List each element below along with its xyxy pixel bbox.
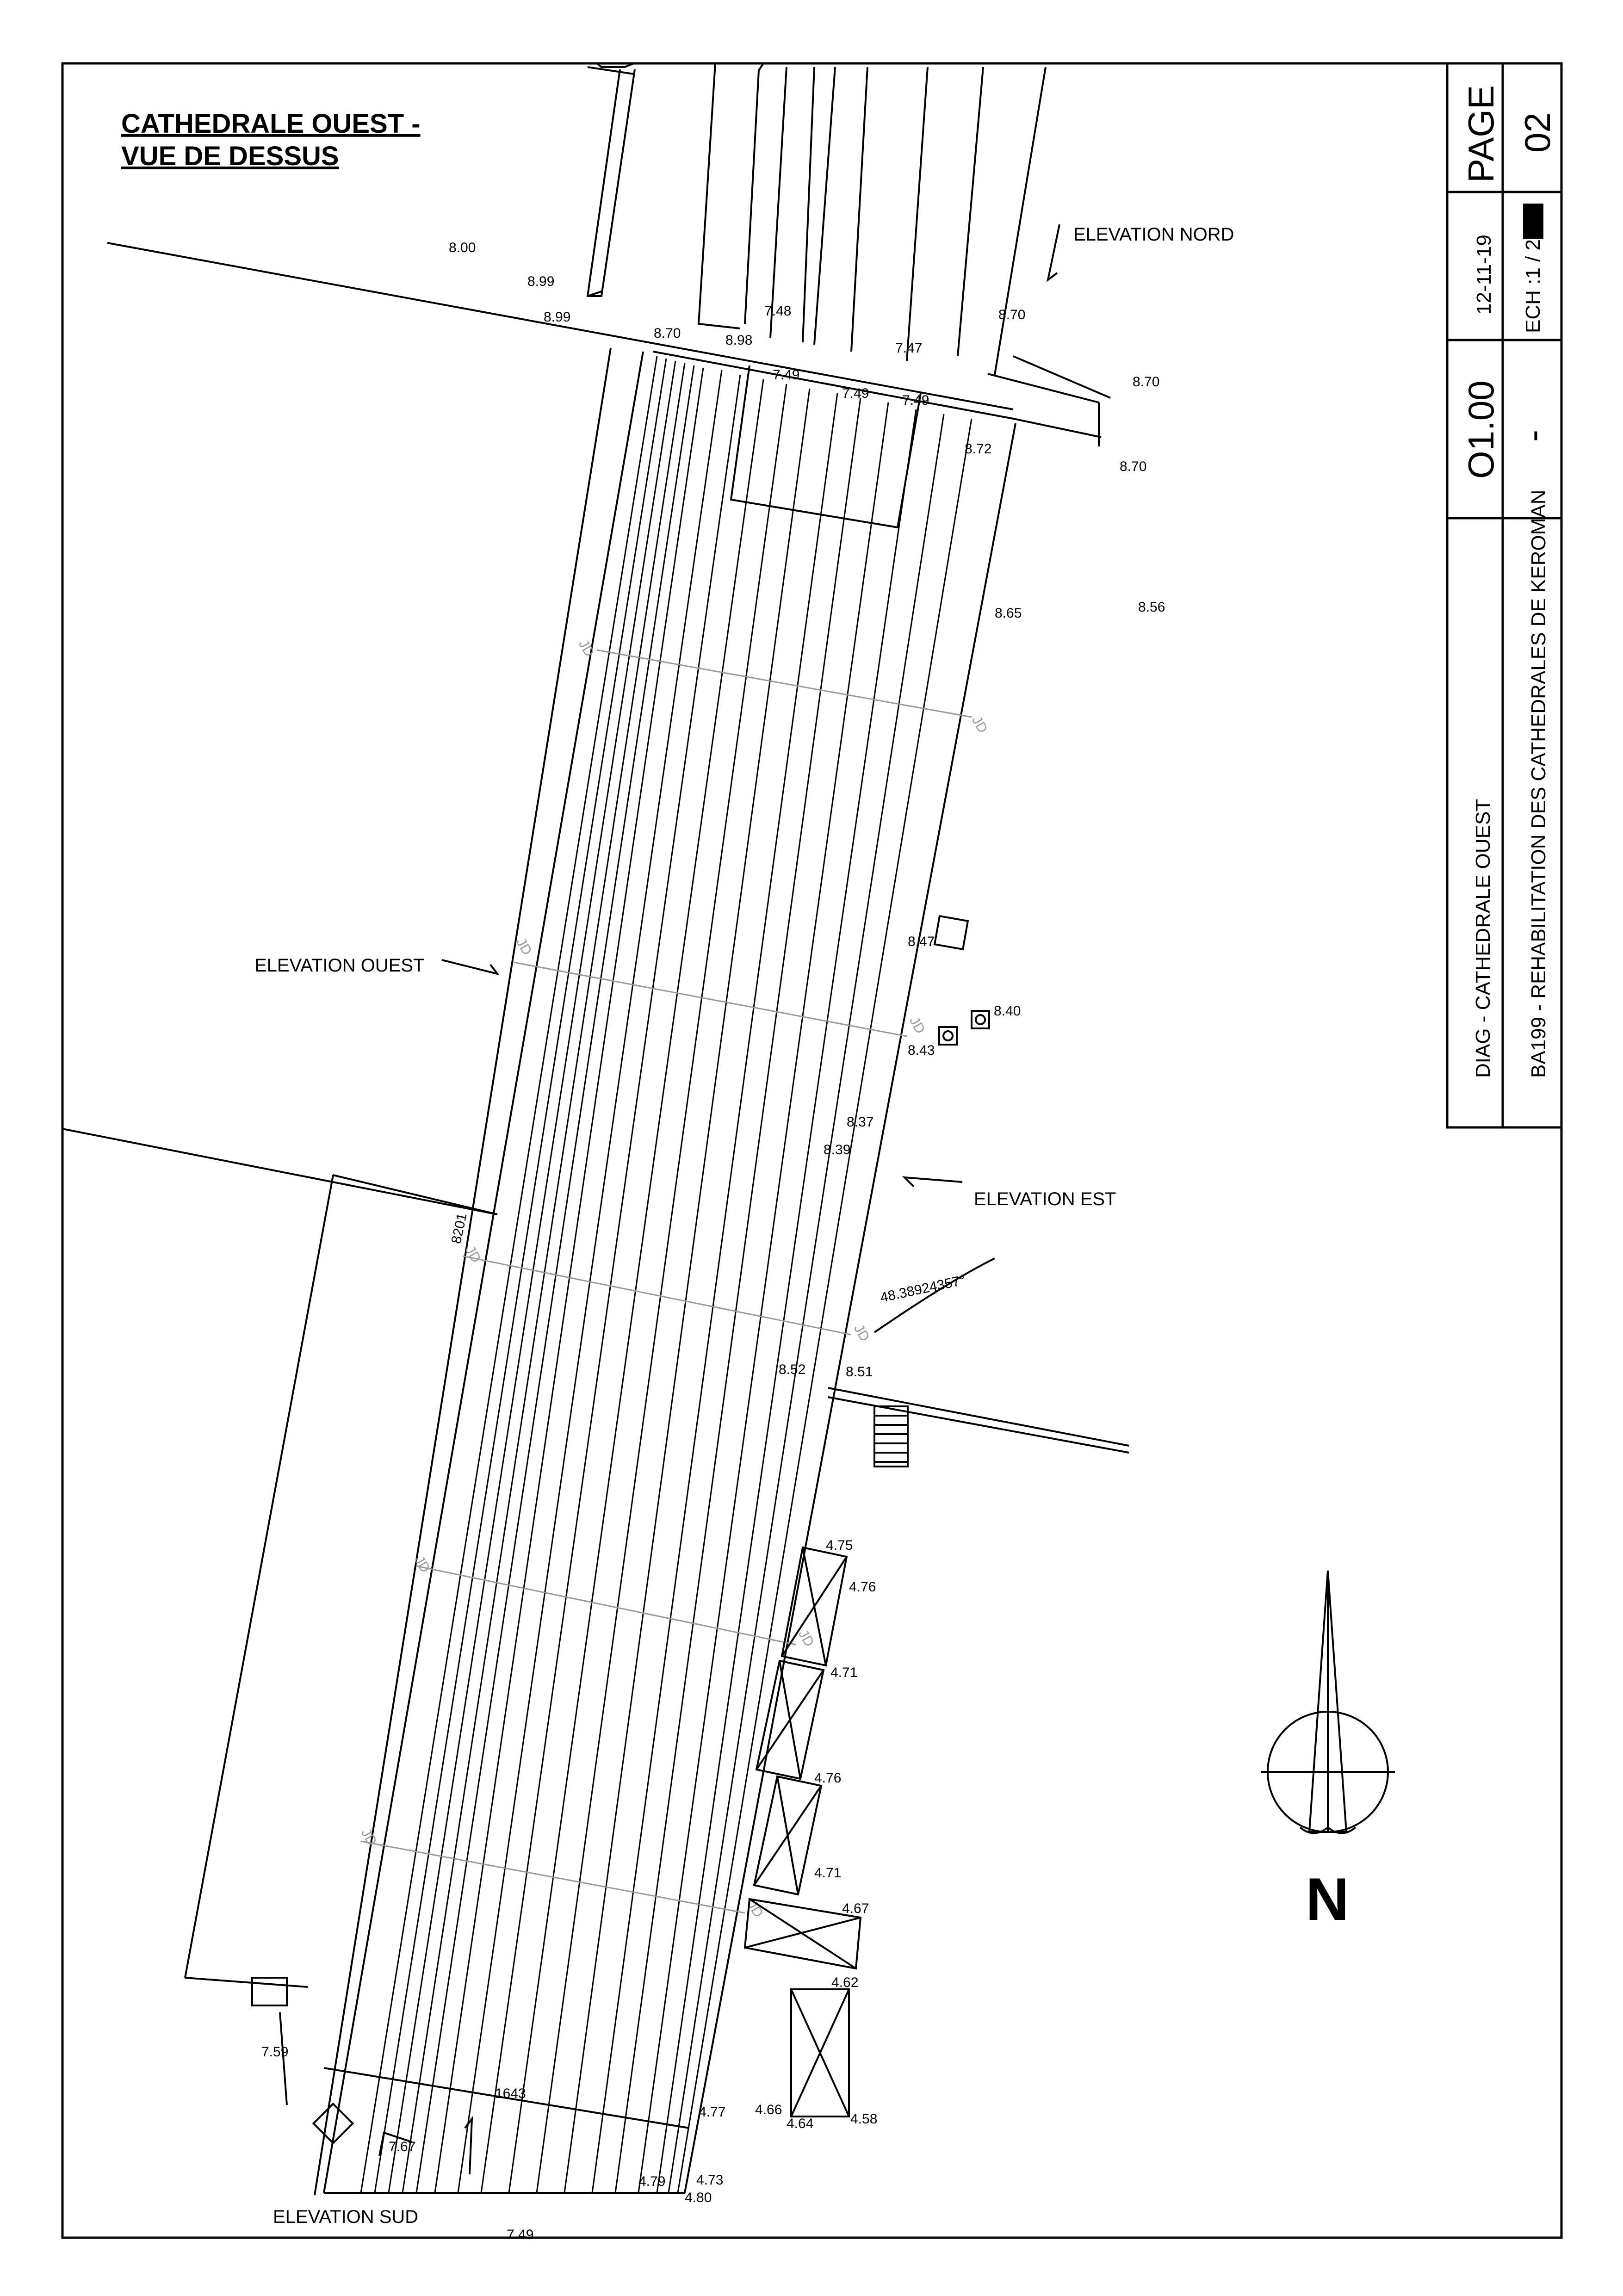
elevation-sud-label: ELEVATION SUD — [273, 2207, 418, 2227]
spot-level: 4.76 — [814, 1770, 841, 1786]
spot-level: 4.62 — [831, 1975, 858, 1990]
joint-label: JD — [851, 1322, 873, 1344]
spot-level: 7.67 — [389, 2139, 415, 2154]
spot-level: 7.49 — [902, 393, 929, 408]
spot-level: 8.52 — [779, 1362, 805, 1377]
north-arrow-icon — [1261, 1570, 1395, 1834]
spot-level: 8.51 — [846, 1364, 873, 1380]
spot-level: 4.71 — [814, 1865, 841, 1881]
spot-level: 7.47 — [895, 340, 922, 356]
spot-level: 8.70 — [1120, 459, 1146, 474]
scale-redaction-block — [1523, 204, 1543, 239]
spot-level: 8.00 — [449, 240, 476, 255]
spot-level: 7.49 — [842, 386, 869, 401]
spot-level: 4.80 — [685, 2190, 712, 2205]
joint-label: JD — [576, 637, 597, 659]
spot-level: 4.64 — [787, 2116, 813, 2131]
spot-level: 7.49 — [507, 2227, 533, 2242]
joint-labels: JD JD JD JD JD JD JD JD JD JD — [358, 637, 991, 1920]
spot-level: 8.70 — [654, 326, 681, 341]
page-number: 02 — [1517, 112, 1558, 153]
spot-level: 8.43 — [908, 1043, 935, 1058]
spot-level: 7.59 — [261, 2044, 288, 2060]
spot-level: 4.58 — [850, 2111, 877, 2127]
drawing-number: O1.00 — [1461, 381, 1501, 479]
spot-level: 8.99 — [544, 309, 570, 325]
spot-level: 4.67 — [842, 1901, 869, 1916]
spot-level: 8.65 — [995, 606, 1022, 621]
elevation-ouest-label: ELEVATION OUEST — [254, 955, 424, 976]
spot-level: 8.37 — [847, 1114, 873, 1130]
spot-level: 4.77 — [699, 2104, 725, 2120]
spot-level: 8.72 — [965, 441, 991, 457]
spot-level: 4.66 — [755, 2102, 782, 2117]
drawing-title-line2: VUE DE DESSUS — [121, 141, 339, 171]
spot-level: 4.73 — [696, 2172, 723, 2188]
spot-level: 8201 — [449, 1212, 470, 1245]
joint-label: JD — [969, 713, 991, 736]
elevation-arrows — [441, 224, 1060, 2175]
east-features — [873, 915, 995, 1467]
hangar-longitudinal-lines — [360, 356, 973, 2193]
spot-level: 8.47 — [908, 934, 935, 949]
spot-level: 4.75 — [826, 1538, 853, 1553]
project-name: BA199 - REHABILITATION DES CATHEDRALES D… — [1527, 490, 1550, 1078]
joint-label: JD — [462, 1243, 484, 1265]
spot-level: 8.40 — [994, 1003, 1021, 1019]
north-label: N — [1306, 1865, 1349, 1933]
joint-lines — [360, 649, 972, 1914]
spot-level: 8.98 — [725, 333, 752, 348]
spot-level: 8.56 — [1138, 600, 1165, 615]
spot-level: 4.71 — [830, 1665, 857, 1680]
spot-level: 8.39 — [824, 1142, 850, 1157]
elevation-est-label: ELEVATION EST — [974, 1189, 1116, 1209]
elevation-nord-label: ELEVATION NORD — [1073, 224, 1234, 245]
spot-level: 8.70 — [998, 307, 1025, 322]
title-block — [1446, 62, 1563, 1129]
spot-level: 1643 — [495, 2086, 526, 2101]
spot-level: 8.99 — [527, 274, 554, 289]
drawing-title-line1: CATHEDRALE OUEST - — [121, 109, 421, 139]
joint-label: JD — [906, 1014, 928, 1036]
joint-label: JD — [358, 1826, 380, 1848]
drawing-description: DIAG - CATHEDRALE OUEST — [1472, 799, 1494, 1078]
crossed-boxes — [743, 1546, 862, 2117]
page-label: PAGE — [1461, 85, 1501, 183]
spot-level: 4.79 — [638, 2174, 665, 2189]
spot-level: 8.70 — [1133, 374, 1159, 390]
drawing-date: 12-11-19 — [1473, 235, 1495, 315]
sheet-border — [61, 62, 1563, 2239]
spot-levels: 8.00 8.99 8.99 8.70 8.98 7.48 7.49 7.49 … — [261, 240, 1165, 2242]
site-outlines — [62, 62, 1129, 2196]
spot-level: 7.48 — [764, 303, 791, 319]
drawing-revision: - — [1512, 430, 1553, 442]
spot-level: 7.49 — [773, 367, 799, 383]
spot-level: 4.76 — [849, 1579, 876, 1595]
